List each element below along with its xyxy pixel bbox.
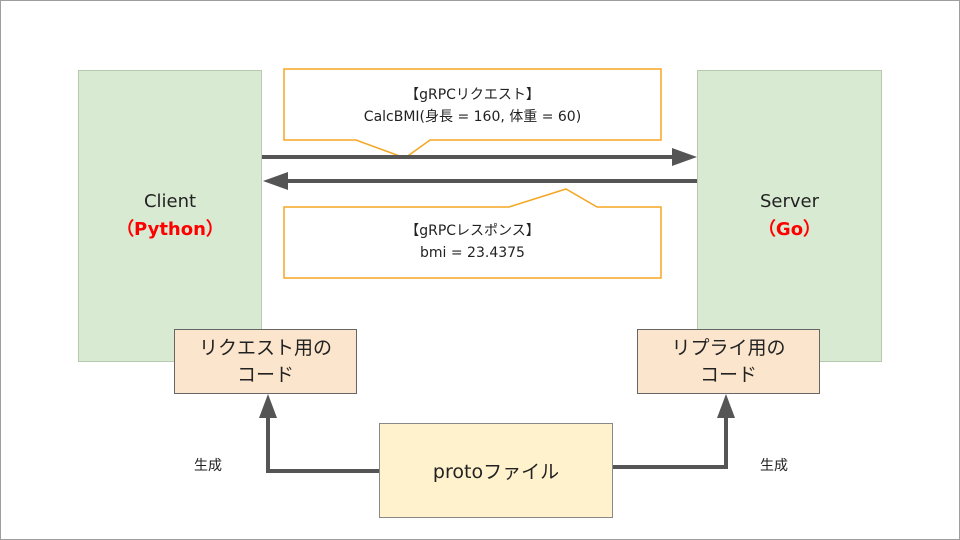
server-language: （Go）: [757, 219, 822, 240]
request-callout: 【gRPCリクエスト】 CalcBMI(身長 = 160, 体重 = 60): [284, 84, 661, 128]
client-language: （Python）: [116, 219, 224, 240]
server-box: Server （Go）: [697, 70, 882, 362]
server-code-box: リプライ用の コード: [637, 329, 820, 394]
client-code-line1: リクエスト用の: [198, 336, 332, 359]
response-body: bmi = 23.4375: [420, 245, 525, 261]
generate-right-label: 生成: [760, 458, 788, 474]
response-callout: 【gRPCレスポンス】 bmi = 23.4375: [284, 220, 661, 264]
server-code-line1: リプライ用の: [671, 336, 786, 359]
generate-right-arrow-head: [717, 394, 735, 418]
client-code-box: リクエスト用の コード: [174, 329, 357, 394]
generate-right-arrow: [613, 415, 728, 469]
response-callout-shape: [283, 188, 662, 279]
generate-left-label: 生成: [194, 458, 222, 474]
request-arrow-head: [672, 148, 697, 166]
server-name: Server: [759, 191, 820, 212]
proto-file-box: protoファイル: [379, 423, 613, 518]
generate-left-arrow: [266, 415, 380, 473]
generate-left-arrow-head: [259, 394, 277, 418]
request-callout-shape: [283, 68, 662, 159]
response-arrow-head: [263, 172, 288, 190]
response-title: 【gRPCレスポンス】: [405, 223, 540, 239]
server-code-line2: コード: [699, 363, 757, 386]
request-title: 【gRPCリクエスト】: [405, 87, 540, 103]
client-box: Client （Python）: [78, 70, 262, 362]
client-name: Client: [143, 191, 197, 212]
proto-file-label: protoファイル: [432, 461, 560, 483]
client-code-line2: コード: [236, 363, 294, 386]
request-body: CalcBMI(身長 = 160, 体重 = 60): [363, 109, 582, 125]
